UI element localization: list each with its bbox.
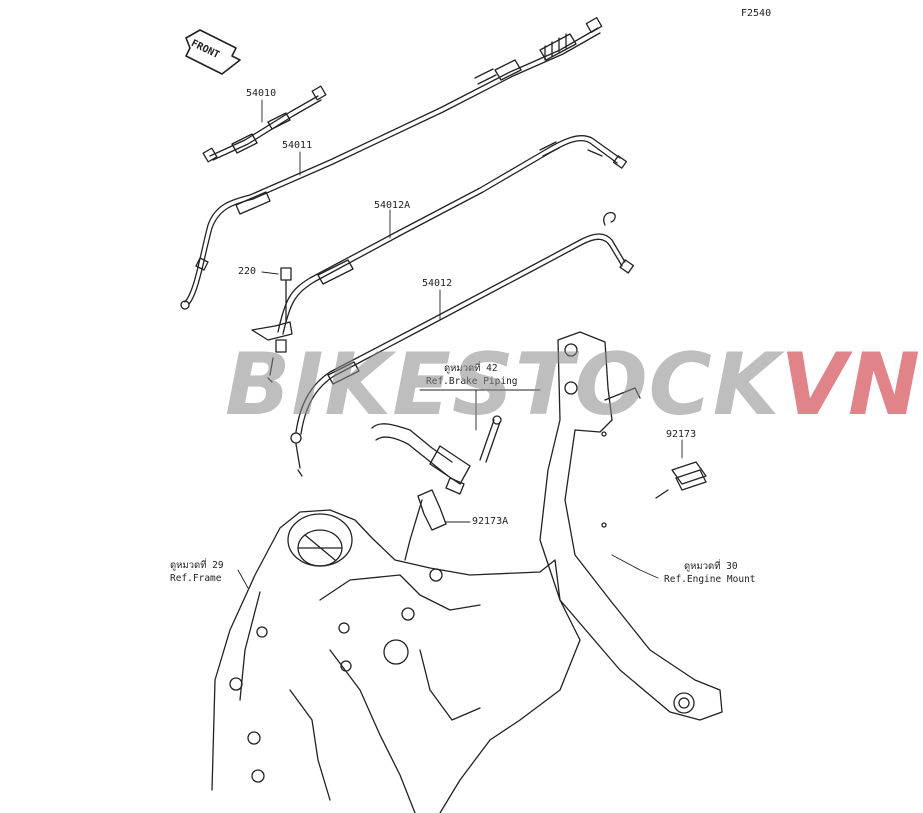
ref-frame-line1: ดูหมวดที่ 29 xyxy=(170,560,224,571)
bracket-220 xyxy=(251,267,293,383)
ref-brake-piping: ดูหมวดที่ 42 Ref.Brake Piping xyxy=(426,362,518,388)
cable-54011 xyxy=(180,17,603,310)
label-54011: 54011 xyxy=(282,140,313,151)
ref-brake-piping-line1: ดูหมวดที่ 42 xyxy=(444,363,498,374)
leader-lines xyxy=(237,99,683,589)
label-92173: 92173 xyxy=(666,429,697,440)
figure-code: F2540 xyxy=(741,8,772,19)
engine-mount xyxy=(539,331,723,721)
ref-engine-mount: ดูหมวดที่ 30 Ref.Engine Mount xyxy=(664,560,756,586)
rubber-92173 xyxy=(655,461,707,499)
cable-54012 xyxy=(290,211,635,477)
cable-54012A xyxy=(277,135,628,335)
label-54012: 54012 xyxy=(422,278,453,289)
cable-54010 xyxy=(202,85,327,163)
ref-frame: ดูหมวดที่ 29 Ref.Frame xyxy=(170,559,224,585)
brake-hose xyxy=(371,415,502,495)
ref-engine-mount-line1: ดูหมวดที่ 30 xyxy=(684,561,738,572)
frame xyxy=(211,509,581,813)
label-92173A: 92173A xyxy=(472,516,509,527)
clamp-92173A xyxy=(404,489,447,561)
label-54010: 54010 xyxy=(246,88,277,99)
label-220: 220 xyxy=(238,266,257,277)
front-arrow-icon xyxy=(185,29,241,75)
ref-engine-mount-line2: Ref.Engine Mount xyxy=(664,574,756,585)
ref-brake-piping-line2: Ref.Brake Piping xyxy=(426,376,518,387)
ref-frame-line2: Ref.Frame xyxy=(170,573,222,584)
label-54012A: 54012A xyxy=(374,200,411,211)
